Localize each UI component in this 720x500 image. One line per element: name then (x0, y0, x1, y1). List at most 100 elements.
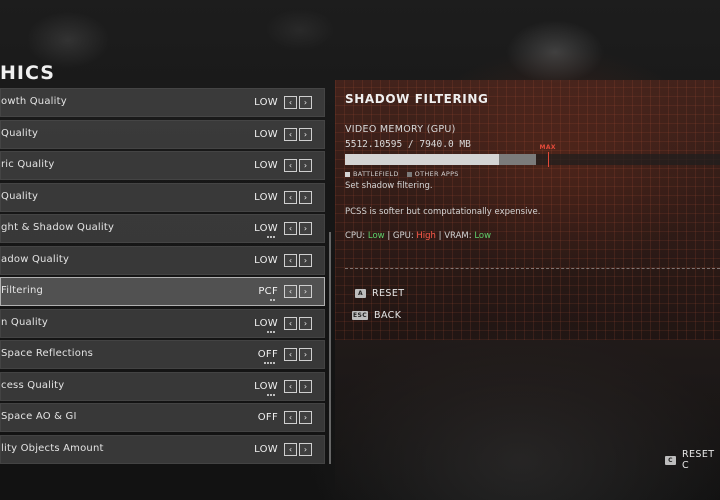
settings-row[interactable]: owth Quality LOW ‹› (0, 88, 325, 117)
reset-button[interactable]: A RESET (355, 288, 404, 299)
chevron-left-icon[interactable]: ‹ (284, 190, 297, 204)
setting-arrows: ‹› (284, 411, 312, 424)
setting-arrows: ‹› (284, 253, 312, 267)
setting-level-indicator (270, 299, 275, 301)
chevron-left-icon[interactable]: ‹ (284, 348, 297, 361)
setting-level-indicator (267, 330, 275, 333)
back-label: BACK (374, 310, 402, 321)
chevron-left-icon[interactable]: ‹ (284, 222, 297, 235)
chevron-left-icon[interactable]: ‹ (284, 96, 297, 109)
chevron-left-icon[interactable]: ‹ (284, 253, 297, 267)
reset-key-icon: A (355, 289, 366, 298)
setting-value: LOW (254, 254, 278, 266)
setting-level-indicator (267, 393, 275, 396)
setting-value: LOW (254, 97, 278, 108)
legend-other-apps: OTHER APPS (406, 170, 459, 178)
setting-value: LOW (254, 160, 278, 171)
setting-label: adow Quality (1, 253, 70, 265)
chevron-right-icon[interactable]: › (299, 96, 312, 109)
setting-arrows: ‹› (284, 127, 312, 141)
setting-label: Space AO & GI (1, 411, 77, 422)
settings-row[interactable]: Space AO & GI OFF ‹› (0, 403, 325, 432)
description-line-1: Set shadow filtering. (345, 181, 433, 191)
performance-impact: CPU: Low | GPU: High | VRAM: Low (345, 231, 492, 241)
esc-key-icon: ESC (352, 311, 369, 320)
setting-level-indicator (267, 236, 275, 238)
setting-label: Filtering (1, 285, 44, 296)
setting-value: LOW (254, 223, 278, 234)
setting-label: lity Objects Amount (1, 442, 104, 454)
setting-arrows: ‹› (284, 285, 312, 298)
setting-arrows: ‹› (284, 96, 312, 109)
setting-arrows: ‹› (284, 222, 312, 235)
chevron-left-icon[interactable]: ‹ (284, 285, 297, 298)
setting-label: Space Reflections (1, 348, 94, 359)
setting-value: LOW (254, 191, 278, 203)
chevron-right-icon[interactable]: › (299, 222, 312, 235)
vram-value: 5512.10595 / 7940.0 MB (345, 139, 471, 150)
description-line-2: PCSS is softer but computationally expen… (345, 207, 541, 217)
setting-label: owth Quality (1, 96, 67, 107)
reset-all-label: RESET C (682, 449, 715, 471)
settings-scrollbar[interactable] (329, 232, 331, 464)
setting-label: Quality (1, 190, 39, 202)
background-fence (335, 80, 720, 340)
chevron-right-icon[interactable]: › (299, 316, 312, 330)
chevron-right-icon[interactable]: › (299, 442, 312, 456)
setting-arrows: ‹› (284, 316, 312, 330)
detail-title: SHADOW FILTERING (345, 92, 489, 106)
chevron-left-icon[interactable]: ‹ (284, 379, 297, 393)
panel-divider (345, 268, 720, 269)
setting-arrows: ‹› (284, 348, 312, 361)
setting-value: LOW (254, 443, 278, 455)
chevron-right-icon[interactable]: › (299, 348, 312, 361)
setting-value: OFF (257, 349, 278, 360)
gpu-impact: High (416, 231, 436, 241)
setting-value: OFF (257, 412, 278, 423)
chevron-left-icon[interactable]: ‹ (284, 442, 297, 456)
setting-label: cess Quality (1, 379, 65, 391)
reset-all-button[interactable]: C RESET C (665, 449, 720, 471)
chevron-left-icon[interactable]: ‹ (284, 159, 297, 172)
setting-arrows: ‹› (284, 442, 312, 456)
chevron-right-icon[interactable]: › (299, 411, 312, 424)
setting-arrows: ‹› (284, 159, 312, 172)
vram-bar-battlefield (345, 154, 499, 165)
chevron-left-icon[interactable]: ‹ (284, 127, 297, 141)
chevron-right-icon[interactable]: › (299, 127, 312, 141)
chevron-right-icon[interactable]: › (299, 159, 312, 172)
vram-label: VIDEO MEMORY (GPU) (345, 124, 456, 135)
settings-row[interactable]: adow Quality LOW ‹› (0, 245, 325, 275)
chevron-right-icon[interactable]: › (299, 253, 312, 267)
setting-label: ric Quality (1, 159, 55, 170)
chevron-left-icon[interactable]: ‹ (284, 316, 297, 330)
setting-level-indicator (264, 362, 275, 364)
page-title: HICS (0, 62, 55, 84)
vram-bar: MAX (345, 144, 720, 167)
cpu-impact: Low (367, 231, 385, 241)
setting-arrows: ‹› (284, 190, 312, 204)
chevron-right-icon[interactable]: › (299, 285, 312, 298)
chevron-right-icon[interactable]: › (299, 190, 312, 204)
back-button[interactable]: ESC BACK (352, 310, 401, 321)
settings-row[interactable]: lity Objects Amount LOW ‹› (0, 434, 325, 464)
settings-row[interactable]: ric Quality LOW ‹› (0, 151, 325, 180)
vram-impact: Low (474, 231, 492, 241)
background-floor (335, 340, 720, 500)
chevron-right-icon[interactable]: › (299, 379, 312, 393)
vram-max-label: MAX (539, 144, 556, 151)
reset-label: RESET (372, 288, 405, 299)
chevron-left-icon[interactable]: ‹ (284, 411, 297, 424)
detail-panel: SHADOW FILTERING VIDEO MEMORY (GPU) 5512… (345, 92, 720, 241)
setting-value: LOW (254, 128, 278, 140)
settings-row[interactable]: Space Reflections OFF ‹› (0, 340, 325, 369)
settings-row[interactable]: Quality LOW ‹› (0, 182, 325, 212)
setting-label: n Quality (1, 316, 49, 328)
setting-arrows: ‹› (284, 379, 312, 393)
